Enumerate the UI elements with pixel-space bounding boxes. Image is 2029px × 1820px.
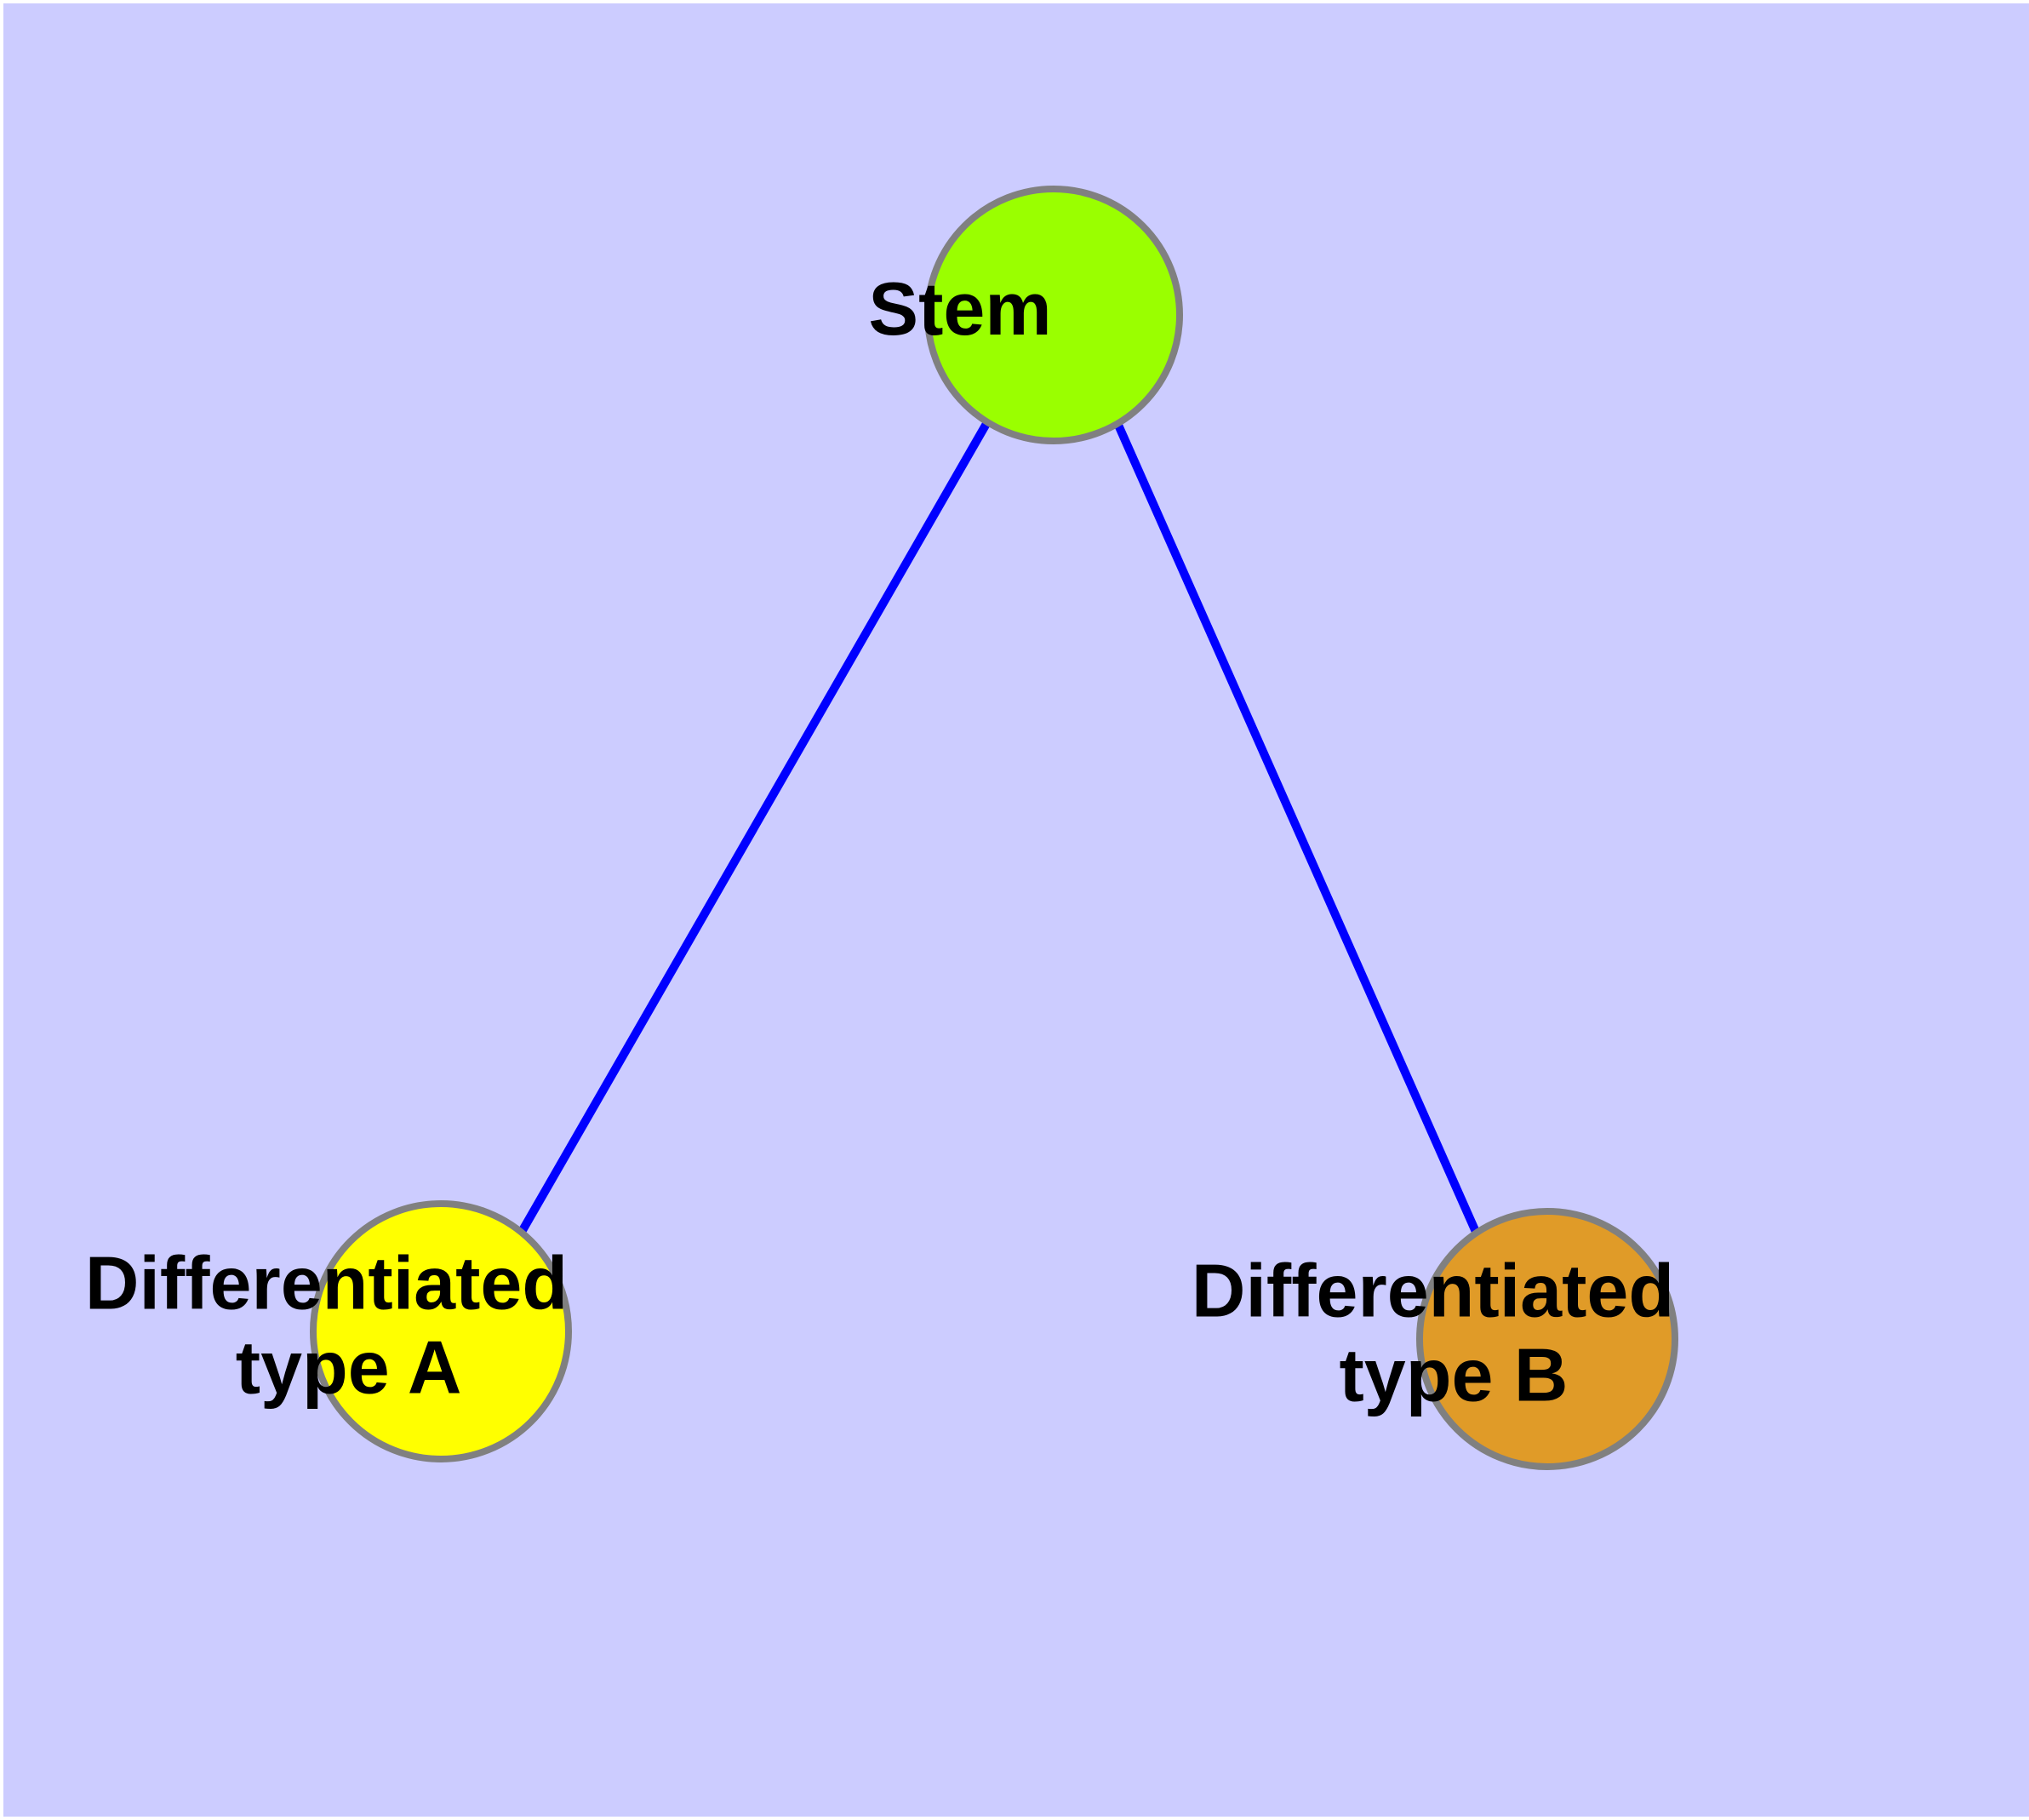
nodes-layer: Stem Differentiated type A Differentiate… — [0, 0, 1903, 1470]
node-differentiated-type-b-label-line-1: Differentiated — [1192, 1249, 1674, 1333]
node-differentiated-type-a-circle[interactable] — [310, 1200, 572, 1462]
node-stem-label-line-1: Stem — [868, 266, 1051, 351]
edge-stem-to-diff-a — [517, 420, 992, 1234]
node-stem-label: Stem — [0, 0, 1239, 351]
edge-stem-to-diff-b — [1113, 421, 1480, 1234]
node-differentiated-type-b-label: Differentiated type B — [1192, 1249, 1674, 1417]
node-differentiated-type-a[interactable]: Differentiated type A — [0, 0, 797, 1462]
node-stem-circle[interactable] — [924, 186, 1183, 444]
node-differentiated-type-a-label-line-1: Differentiated — [85, 1241, 568, 1325]
node-differentiated-type-a-label: Differentiated type A — [0, 0, 797, 1410]
node-differentiated-type-a-label-line-2: type A — [236, 1325, 460, 1410]
node-differentiated-type-b-circle[interactable] — [1416, 1208, 1678, 1470]
node-stem[interactable]: Stem — [0, 0, 1239, 444]
node-differentiated-type-b[interactable]: Differentiated type B — [0, 0, 1903, 1470]
edges-layer — [517, 420, 1480, 1234]
node-differentiated-type-b-label-line-2: type B — [1340, 1333, 1569, 1417]
